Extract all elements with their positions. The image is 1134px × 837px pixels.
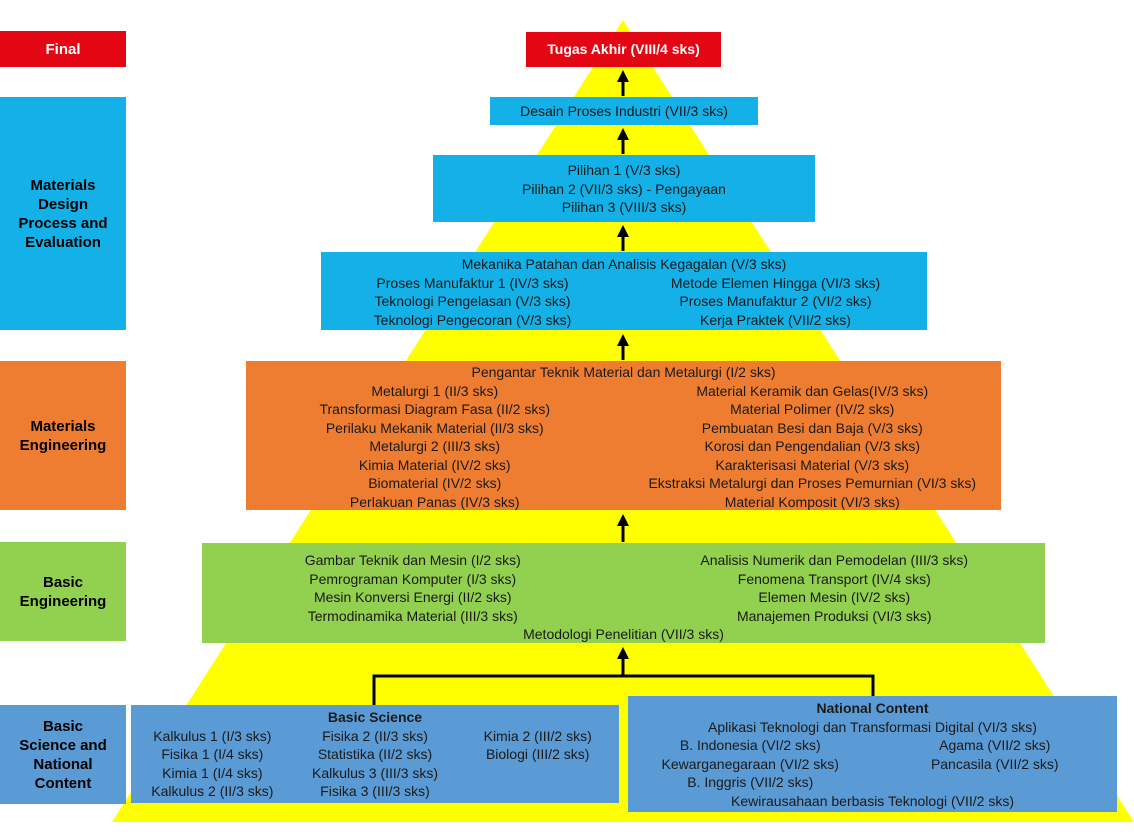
- course-basic-science-box: Basic Science Kalkulus 1 (I/3 sks) Fisik…: [131, 705, 619, 803]
- course-label: Kewirausahaan berbasis Teknologi (VII/2 …: [730, 792, 1014, 809]
- course-label: Perlakuan Panas (IV/3 sks): [349, 493, 520, 510]
- course-label: Aplikasi Teknologi dan Transformasi Digi…: [708, 718, 1037, 735]
- course-label: B. Indonesia (VI/2 sks): [679, 737, 821, 753]
- course-label: Pilihan 2 (VII/3 sks) - Pengayaan: [522, 180, 726, 197]
- course-label: Perilaku Mekanik Material (II/3 sks): [325, 419, 544, 436]
- level-label-line: Engineering: [19, 592, 107, 610]
- course-label: Pilihan 3 (VIII/3 sks): [561, 199, 687, 215]
- course-label: Metalurgi 1 (II/3 sks): [371, 382, 499, 399]
- course-label: Elemen Mesin (IV/2 sks): [758, 589, 911, 605]
- course-label: Agama (VII/2 sks): [939, 737, 1051, 753]
- course-desain-proses: Desain Proses Industri (VII/3 sks): [490, 97, 758, 125]
- level-label-line: Process and: [18, 214, 108, 232]
- course-label: Biomaterial (IV/2 sks): [368, 475, 502, 491]
- course-label: Termodinamika Material (III/3 sks): [307, 607, 518, 624]
- level-label-line: Materials: [30, 417, 96, 435]
- connector-bracket: [372, 674, 875, 705]
- course-label: Kalkulus 2 (II/3 sks): [151, 783, 274, 799]
- course-label: Fisika 2 (II/3 sks): [322, 727, 428, 744]
- course-mekanika-box: Mekanika Patahan dan Analisis Kegagalan …: [321, 252, 927, 330]
- course-label: Gambar Teknik dan Mesin (I/2 sks): [304, 552, 521, 568]
- course-label: Proses Manufaktur 1 (IV/3 sks): [376, 274, 569, 291]
- course-label: Kalkulus 3 (III/3 sks): [311, 764, 439, 781]
- course-label: Transformasi Diagram Fasa (II/2 sks): [319, 401, 551, 417]
- level-label-line: Materials: [30, 176, 96, 194]
- level-basic-engineering: Basic Engineering: [0, 542, 126, 641]
- course-label: Kewarganegaraan (VI/2 sks): [661, 755, 839, 772]
- level-materials-engineering: Materials Engineering: [0, 361, 126, 510]
- level-label-line: Engineering: [19, 436, 107, 454]
- course-label: Kimia 2 (III/2 sks): [483, 727, 592, 744]
- level-label-line: Science and: [19, 736, 107, 754]
- course-label: Tugas Akhir (VIII/4 sks): [547, 41, 700, 58]
- level-label-line: Basic: [42, 573, 84, 591]
- course-materials-engineering-box: Pengantar Teknik Material dan Metalurgi …: [246, 361, 1001, 510]
- course-label: Fenomena Transport (IV/4 sks): [737, 570, 931, 587]
- course-label: Ekstraksi Metalurgi dan Proses Pemurnian…: [648, 475, 977, 491]
- course-label: Statistika (II/2 sks): [317, 746, 433, 762]
- level-label-line: Design: [37, 195, 88, 213]
- course-label: Desain Proses Industri (VII/3 sks): [520, 102, 728, 119]
- course-label: Korosi dan Pengendalian (V/3 sks): [704, 438, 921, 454]
- course-tugas-akhir: Tugas Akhir (VIII/4 sks): [526, 32, 721, 67]
- course-label: Teknologi Pengecoran (V/3 sks): [373, 311, 572, 328]
- course-label: Kalkulus 1 (I/3 sks): [153, 727, 272, 744]
- course-label: Pancasila (VII/2 sks): [930, 755, 1059, 772]
- level-label-line: Content: [34, 774, 92, 792]
- box-header: National Content: [816, 700, 929, 716]
- level-final: Final: [0, 31, 126, 67]
- level-basic-science-national: Basic Science and National Content: [0, 705, 126, 804]
- course-label: Mesin Konversi Energi (II/2 sks): [313, 589, 512, 605]
- course-label: Proses Manufaktur 2 (VI/2 sks): [679, 293, 872, 309]
- course-label: Karakterisasi Material (V/3 sks): [715, 456, 910, 473]
- course-label: Metodologi Penelitian (VII/3 sks): [523, 626, 724, 642]
- course-label: Teknologi Pengelasan (V/3 sks): [374, 293, 571, 309]
- course-label: Fisika 3 (III/3 sks): [320, 783, 430, 799]
- level-final-label: Final: [45, 40, 81, 58]
- course-label: Material Polimer (IV/2 sks): [730, 401, 895, 417]
- course-label: Metode Elemen Hingga (VI/3 sks): [670, 274, 881, 291]
- level-label-line: Evaluation: [25, 233, 101, 251]
- level-materials-design: Materials Design Process and Evaluation: [0, 97, 126, 330]
- course-label: Metalurgi 2 (III/3 sks): [369, 438, 501, 454]
- level-label-line: National: [33, 755, 93, 773]
- course-label: Kimia Material (IV/2 sks): [358, 456, 511, 473]
- course-label: Manajemen Produksi (VI/3 sks): [736, 607, 932, 624]
- course-label: Material Keramik dan Gelas(IV/3 sks): [696, 382, 929, 399]
- course-label: Biologi (III/2 sks): [485, 746, 590, 762]
- course-pilihan-box: Pilihan 1 (V/3 sks) Pilihan 2 (VII/3 sks…: [433, 155, 815, 222]
- course-basic-engineering-box: Gambar Teknik dan Mesin (I/2 sks) Pemrog…: [202, 543, 1045, 643]
- course-label: Pembuatan Besi dan Baja (V/3 sks): [701, 419, 923, 436]
- level-label-line: Basic: [42, 717, 83, 735]
- course-label: Pilihan 1 (V/3 sks): [567, 162, 681, 178]
- course-label: Analisis Numerik dan Pemodelan (III/3 sk…: [700, 552, 969, 568]
- course-label: Material Komposit (VI/3 sks): [724, 493, 900, 510]
- course-label: B. Inggris (VII/2 sks): [687, 774, 814, 790]
- box-header: Basic Science: [327, 709, 423, 725]
- course-label: Kimia 1 (I/4 sks): [162, 764, 263, 781]
- course-label: Fisika 1 (I/4 sks): [161, 746, 264, 762]
- course-label: Pengantar Teknik Material dan Metalurgi …: [471, 364, 776, 380]
- course-label: Mekanika Patahan dan Analisis Kegagalan …: [461, 256, 787, 272]
- course-label: Pemrograman Komputer (I/3 sks): [309, 570, 517, 587]
- course-label: Kerja Praktek (VII/2 sks): [700, 311, 851, 328]
- course-national-content-box: National Content Aplikasi Teknologi dan …: [628, 696, 1117, 812]
